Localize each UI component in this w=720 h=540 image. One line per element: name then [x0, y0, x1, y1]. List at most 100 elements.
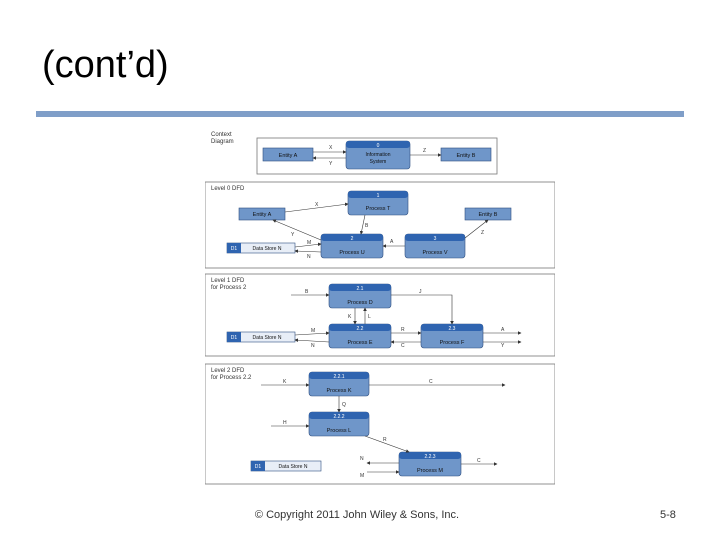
level2-data-store-id: D1: [255, 464, 262, 470]
context-system-name-1: Information: [365, 152, 390, 158]
level1-flow-k-label: K: [348, 314, 352, 320]
level2-data-store-name: Data Store N: [279, 464, 308, 470]
level0-data-store-name: Data Store N: [253, 246, 282, 252]
level1-process-21-header: [329, 284, 391, 291]
title-divider: [36, 111, 684, 117]
level1-flow-b-label: B: [305, 289, 309, 295]
level0-process-3-number: 3: [434, 236, 437, 242]
level0-process-2-number: 2: [351, 236, 354, 242]
level1-flow-a-label: A: [501, 327, 505, 333]
level0-process-3-name: Process V: [422, 250, 447, 256]
level2-flow-c-bottom-label: C: [477, 458, 481, 464]
level1-flow-m: [294, 331, 330, 336]
context-flow-x-label: X: [329, 145, 333, 151]
level2-process-221-number: 2.2.1: [333, 374, 344, 380]
level0-flow-x: [284, 202, 349, 213]
level1-flow-j: [391, 294, 454, 325]
level1-data-store-name: Data Store N: [253, 335, 282, 341]
level1-flow-r-label: R: [401, 327, 405, 333]
level1-process-23-name: Process F: [440, 340, 465, 346]
level1-label-line1: Level 1 DFD: [211, 278, 245, 284]
level1-process-22-header: [329, 324, 391, 331]
level0-flow-n: [294, 249, 322, 253]
level2-flow-q-label: Q: [342, 402, 346, 408]
level0-flow-n-label: N: [307, 254, 311, 260]
level1-flow-n: [294, 338, 330, 343]
level1-process-21-number: 2.1: [357, 286, 364, 292]
level0-process-1-header: [348, 191, 408, 198]
level2-process-221-header: [309, 372, 369, 379]
level2-process-221-name: Process K: [326, 388, 351, 394]
level1-dfd: Level 1 DFD for Process 2 2.1 Process D …: [204, 273, 556, 357]
level2-label-line2: for Process 2.2: [211, 375, 252, 381]
context-system-number: 0: [377, 143, 380, 149]
level1-label-line2: for Process 2: [211, 285, 247, 291]
level2-process-222-number: 2.2.2: [333, 414, 344, 420]
level1-process-22-name: Process E: [347, 340, 372, 346]
context-flow-y-label: Y: [329, 161, 333, 167]
level2-process-223-number: 2.2.3: [424, 454, 435, 460]
level2-process-223-header: [399, 452, 461, 459]
level0-flow-y: [272, 219, 322, 241]
level0-flow-m: [294, 242, 322, 248]
level0-process-2-name: Process U: [339, 250, 364, 256]
page-number: 5-8: [660, 509, 676, 521]
context-system-header: [346, 141, 410, 148]
level0-label: Level 0 DFD: [211, 186, 245, 192]
level2-flow-m-label: M: [360, 473, 364, 479]
context-entity-a-label: Entity A: [279, 153, 298, 159]
level1-process-23-header: [421, 324, 483, 331]
level0-entity-a: [238, 207, 286, 221]
level1-process-23-number: 2.3: [449, 326, 456, 332]
level1-process-21-name: Process D: [347, 300, 372, 306]
level2-flow-r: [364, 435, 410, 453]
context-frame: [256, 137, 498, 175]
level1-flow-n-label: N: [311, 343, 315, 349]
level1-flow-j-label: J: [419, 289, 422, 295]
level0-flow-b: [359, 214, 366, 235]
level2-flow-r-label: R: [383, 437, 387, 443]
level0-process-2-header: [321, 234, 383, 241]
dfd-figure: Context Diagram Entity A 0 Information S…: [204, 128, 556, 486]
level0-process-1-name: Process T: [366, 206, 391, 212]
level2-process-223-name: Process M: [417, 468, 443, 474]
level0-flow-y-label: Y: [291, 232, 295, 238]
level2-flow-k-label: K: [283, 379, 287, 385]
level2-label-line1: Level 2 DFD: [211, 368, 245, 374]
level1-flow-y-label: Y: [501, 343, 505, 349]
context-system-name-2: System: [370, 159, 387, 165]
copyright-text: © Copyright 2011 John Wiley & Sons, Inc.: [254, 509, 460, 521]
copyright-footer: © Copyright 2011 John Wiley & Sons, Inc.: [0, 509, 720, 521]
level0-process-1-number: 1: [377, 193, 380, 199]
level0-flow-x-label: X: [315, 202, 319, 208]
level0-flow-z-label: Z: [481, 230, 484, 236]
level0-process-3-header: [405, 234, 465, 241]
context-label-line1: Context: [211, 132, 232, 138]
level2-process-222-header: [309, 412, 369, 419]
level0-flow-m-label: M: [307, 240, 311, 246]
level2-flow-n-label: N: [360, 456, 364, 462]
level2-dfd: Level 2 DFD for Process 2.2 2.2.1 Proces…: [204, 363, 556, 485]
level1-flow-m-label: M: [311, 328, 315, 334]
context-flow-z-label: Z: [423, 148, 426, 154]
level0-flow-b-label: B: [365, 223, 369, 229]
level1-flow-c-label: C: [401, 343, 405, 349]
level0-dfd: Level 0 DFD Entity A Entity B 1 Process …: [204, 181, 556, 269]
slide-title: (cont’d): [42, 44, 169, 86]
level1-process-22-number: 2.2: [357, 326, 364, 332]
level0-entity-b-label: Entity B: [479, 212, 498, 218]
level1-data-store-id-box: [227, 332, 241, 342]
level2-flow-h-label: H: [283, 420, 287, 426]
level0-data-store-id: D1: [231, 246, 238, 252]
context-diagram: Context Diagram Entity A 0 Information S…: [211, 132, 498, 175]
level2-flow-c-top-label: C: [429, 379, 433, 385]
level1-flow-l-label: L: [368, 314, 371, 320]
level0-entity-a-label: Entity A: [253, 212, 272, 218]
level1-data-store-id: D1: [231, 335, 238, 341]
context-label-line2: Diagram: [211, 139, 234, 145]
context-entity-a: [262, 147, 314, 162]
level2-process-222-name: Process L: [327, 428, 351, 434]
level0-data-store-id-box: [227, 243, 241, 253]
level0-flow-a-label: A: [390, 239, 394, 245]
level2-data-store-id-box: [251, 461, 265, 471]
